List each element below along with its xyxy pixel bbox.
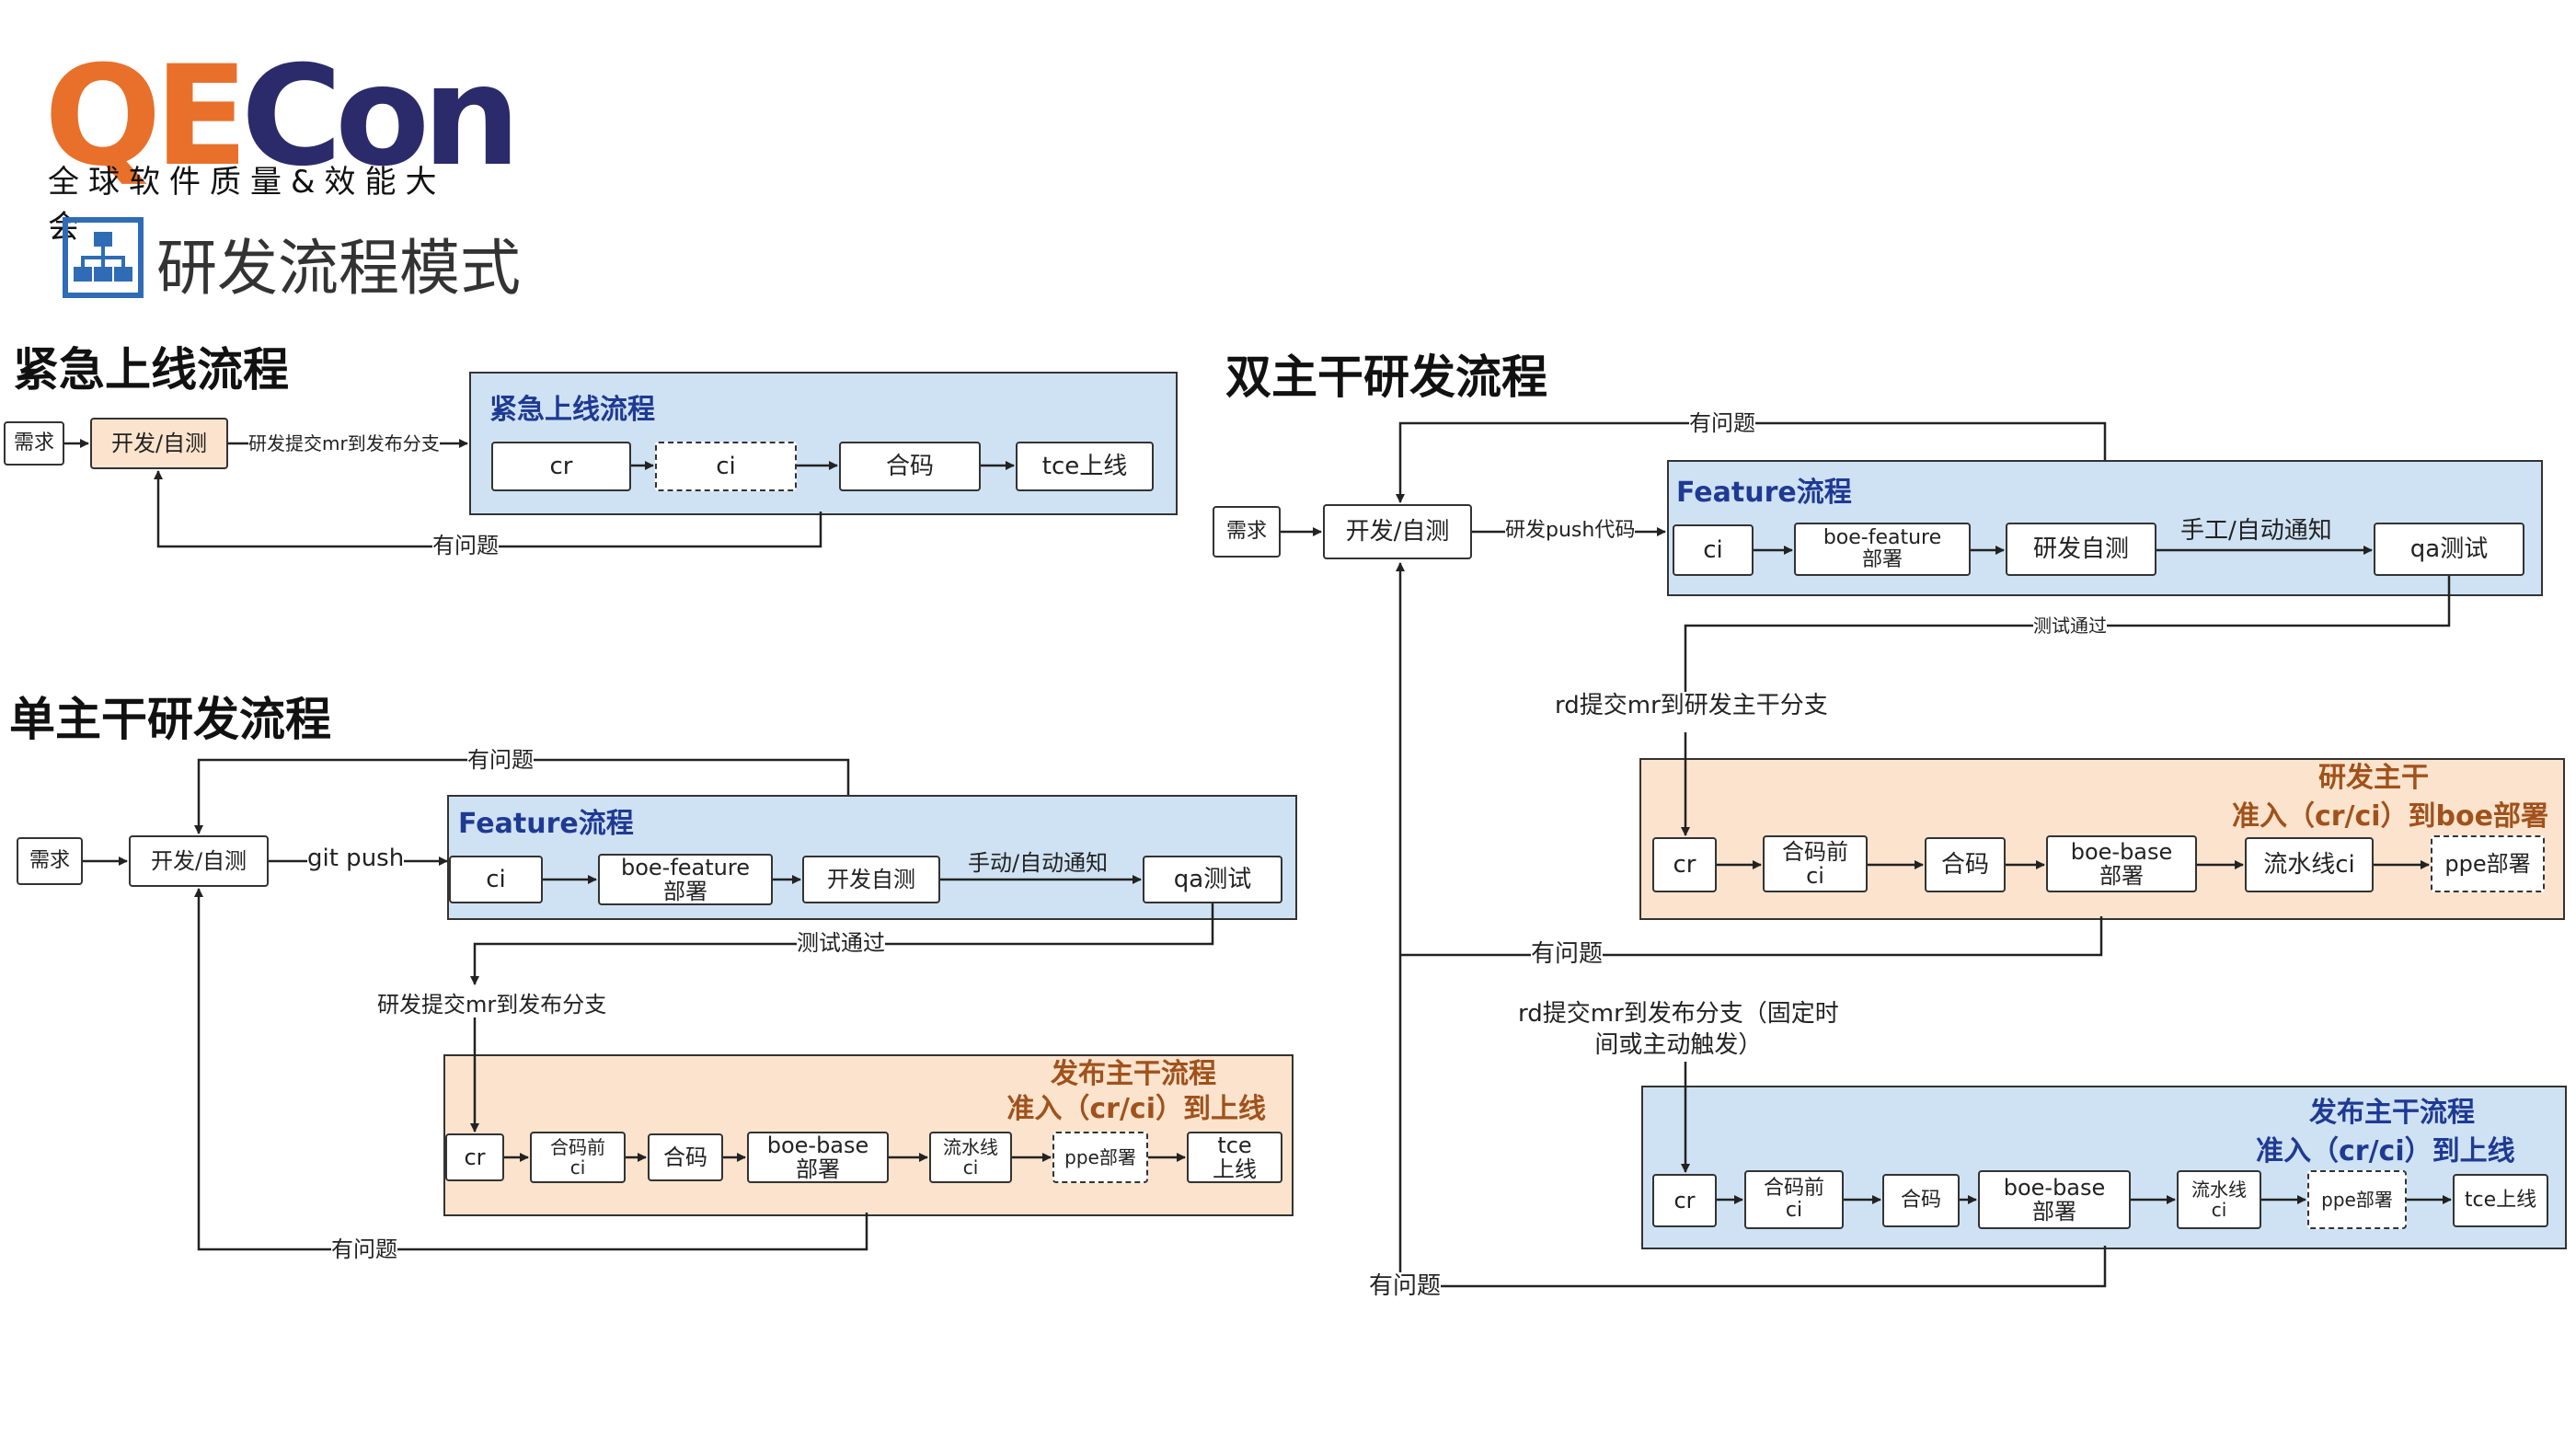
single-issue-bottom-label: 有问题: [331, 1236, 397, 1263]
logo-wordmark: QECon: [44, 37, 521, 197]
dual-feature-boe: boe-feature 部署: [1794, 523, 1971, 576]
dual-feature-title: Feature流程: [1676, 477, 1852, 509]
emergency-step-merge: 合码: [839, 442, 981, 491]
single-issue-top-label: 有问题: [467, 747, 534, 774]
emergency-panel-title: 紧急上线流程: [489, 394, 655, 426]
single-release-boe-base: boe-base 部署: [747, 1132, 889, 1183]
dual-release-tce: tce上线: [2453, 1174, 2548, 1227]
single-release-title-2: 准入（cr/ci）到上线: [1006, 1093, 1266, 1125]
emergency-title: 紧急上线流程: [13, 343, 289, 397]
dual-release-pipeline-ci: 流水线 ci: [2177, 1170, 2261, 1229]
dual-notify-label: 手工/自动通知: [2180, 517, 2332, 545]
single-feature-title: Feature流程: [458, 808, 634, 840]
emergency-need-box: 需求: [4, 421, 64, 466]
single-git-push-label: git push: [307, 845, 405, 874]
dual-release-ppe: ppe部署: [2307, 1170, 2407, 1229]
single-feature-qa: qa测试: [1143, 856, 1282, 903]
single-need-box: 需求: [17, 837, 83, 885]
dual-submit-release-label: rd提交mr到发布分支（固定时 间或主动触发）: [1518, 999, 1839, 1062]
dual-issue-top-label: 有问题: [1689, 410, 1755, 437]
dual-feature-selftest: 研发自测: [2006, 523, 2156, 576]
dual-test-pass-label: 测试通过: [2033, 615, 2107, 637]
emergency-step-cr: cr: [491, 442, 631, 491]
emergency-step-ci: ci: [655, 442, 797, 491]
single-notify-label: 手动/自动通知: [968, 850, 1109, 876]
slide-title: 研发流程模式: [156, 233, 521, 304]
single-test-pass-label: 测试通过: [797, 930, 885, 957]
dual-dev-title-2: 准入（cr/ci）到boe部署: [2231, 800, 2548, 833]
single-submit-label: 研发提交mr到发布分支: [377, 992, 607, 1018]
dual-release-cr: cr: [1652, 1174, 1717, 1227]
dual-trunk-title: 双主干研发流程: [1225, 351, 1547, 404]
single-release-pipeline-ci: 流水线 ci: [929, 1132, 1012, 1183]
single-feature-boe: boe-feature 部署: [598, 854, 773, 905]
single-release-ppe: ppe部署: [1052, 1132, 1148, 1183]
emergency-issue-label: 有问题: [432, 533, 499, 559]
dual-release-title-1: 发布主干流程: [2309, 1097, 2475, 1129]
single-dev-box: 开发/自测: [129, 835, 269, 887]
dual-dev-cr: cr: [1652, 837, 1717, 892]
single-release-title-1: 发布主干流程: [1051, 1058, 1216, 1090]
org-chart-icon: [63, 217, 144, 298]
dual-dev-pipeline-ci: 流水线ci: [2245, 837, 2374, 892]
dual-release-title-2: 准入（cr/ci）到上线: [2256, 1135, 2515, 1167]
single-feature-ci: ci: [449, 856, 543, 903]
dual-dev-ppe: ppe部署: [2431, 835, 2545, 892]
dual-feature-ci: ci: [1673, 524, 1754, 576]
dual-submit-dev-label: rd提交mr到研发主干分支: [1555, 692, 1828, 721]
dual-issue-bottom-label: 有问题: [1369, 1272, 1442, 1302]
dual-dev-boe-base: boe-base 部署: [2046, 835, 2197, 892]
dual-dev-merge: 合码: [1925, 837, 2006, 892]
dual-need-box: 需求: [1213, 506, 1281, 558]
single-trunk-title: 单主干研发流程: [9, 693, 331, 746]
single-feature-selftest: 开发自测: [802, 856, 940, 903]
single-release-merge: 合码: [648, 1133, 723, 1181]
dual-release-boe-base: boe-base 部署: [1978, 1170, 2131, 1229]
qecon-logo: QECon 全球软件质量&效能大会: [44, 37, 521, 246]
logo-subtitle: 全球软件质量&效能大会: [48, 164, 446, 246]
dual-release-merge: 合码: [1882, 1174, 1960, 1227]
dual-dev-title-1: 研发主干: [2318, 762, 2429, 794]
dual-issue-mid-label: 有问题: [1531, 940, 1604, 970]
single-release-tce: tce 上线: [1187, 1132, 1282, 1183]
single-release-premerge-ci: 合码前 ci: [530, 1132, 626, 1183]
single-release-cr: cr: [445, 1133, 504, 1181]
emergency-dev-box: 开发/自测: [90, 418, 228, 469]
dual-feature-qa: qa测试: [2374, 523, 2524, 576]
dual-release-premerge-ci: 合码前 ci: [1744, 1170, 1844, 1229]
emergency-step-tce: tce上线: [1016, 442, 1154, 491]
dual-dev-premerge-ci: 合码前 ci: [1763, 835, 1868, 892]
dual-push-label: 研发push代码: [1505, 519, 1636, 544]
emergency-submit-label: 研发提交mr到发布分支: [248, 432, 440, 454]
dual-dev-box: 开发/自测: [1323, 504, 1472, 559]
